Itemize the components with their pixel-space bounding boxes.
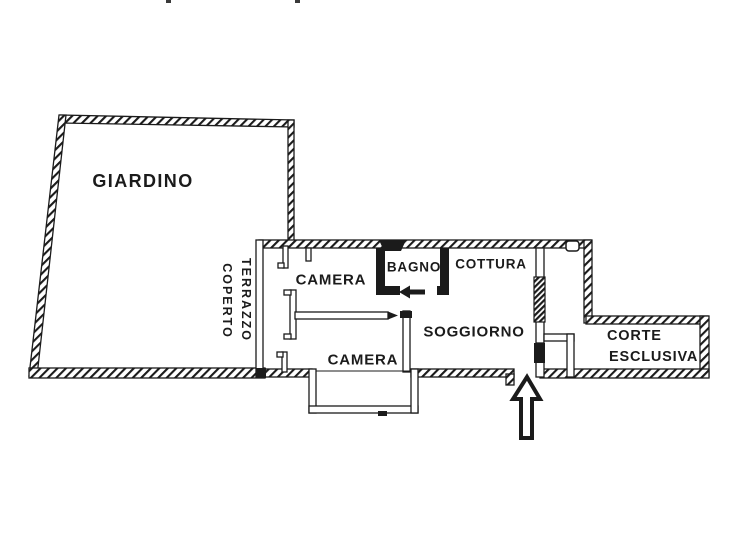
garden-wall-left xyxy=(28,114,67,377)
gate-notch xyxy=(565,240,580,252)
scan-artifact xyxy=(295,0,300,3)
wardrobe-stub-top xyxy=(282,245,289,269)
soggiorno-wall-bottom xyxy=(410,368,515,378)
apartment-wall-right-mid xyxy=(535,319,545,344)
entrance-jamb-stub xyxy=(505,373,515,386)
camera-divider-wall xyxy=(294,311,389,320)
wall-poche-black xyxy=(534,343,545,363)
label-soggiorno: SOGGIORNO xyxy=(423,324,524,341)
soggiorno-divider-wall xyxy=(402,310,411,373)
label-bagno: BAGNO xyxy=(387,260,441,275)
wardrobe-stub-top-foot xyxy=(277,262,285,269)
pier-stub-foot-upper xyxy=(283,289,292,296)
label-terrazzo: TERRAZZO xyxy=(239,258,253,342)
apartment-wall-left xyxy=(255,239,264,378)
label-camera-1: CAMERA xyxy=(296,272,367,289)
corte-wall-mid xyxy=(585,315,709,325)
balcony-wall-bottom xyxy=(308,405,419,414)
label-camera-2: CAMERA xyxy=(328,352,399,369)
apartment-wall-right-upper xyxy=(535,247,545,280)
balcony-drain-tick xyxy=(378,411,387,416)
wardrobe-stub-bottom xyxy=(281,351,288,373)
label-cottura: COTTURA xyxy=(455,257,527,272)
corte-wall-right-upper xyxy=(583,239,593,324)
balcony-wall-right xyxy=(410,368,419,414)
apartment-wall-top xyxy=(258,239,592,249)
wall-corner-blob xyxy=(256,368,266,378)
bagno-door-arrow-icon xyxy=(399,285,425,299)
entrance-arrow-icon xyxy=(509,373,544,440)
divider-wall-cap xyxy=(400,311,412,318)
garden-wall-top xyxy=(59,114,295,128)
window-symbol xyxy=(533,276,546,323)
bagno-wall-bottom-left xyxy=(376,286,400,295)
wardrobe-stub-bottom-foot xyxy=(276,351,284,358)
bagno-wall-left xyxy=(376,248,385,293)
garden-wall-bottom xyxy=(28,367,266,379)
corte-wall-right-lower xyxy=(699,315,710,378)
label-corte: CORTE xyxy=(607,328,662,344)
door-jamb-stub xyxy=(305,247,312,262)
corte-wall-bottom xyxy=(539,368,710,379)
scan-artifact xyxy=(166,0,171,3)
wall-pillar xyxy=(379,240,406,251)
divider-wall-taper xyxy=(388,311,398,320)
label-coperto: COPERTO xyxy=(220,263,234,339)
garden-wall-right xyxy=(287,119,295,247)
label-esclusiva: ESCLUSIVA xyxy=(609,349,698,365)
pier-stub-foot-lower xyxy=(283,333,292,340)
apartment-wall-right-lower xyxy=(535,360,545,378)
niche-wall-right xyxy=(566,333,575,378)
bagno-wall-right xyxy=(440,248,449,295)
label-giardino: GIARDINO xyxy=(92,171,193,191)
